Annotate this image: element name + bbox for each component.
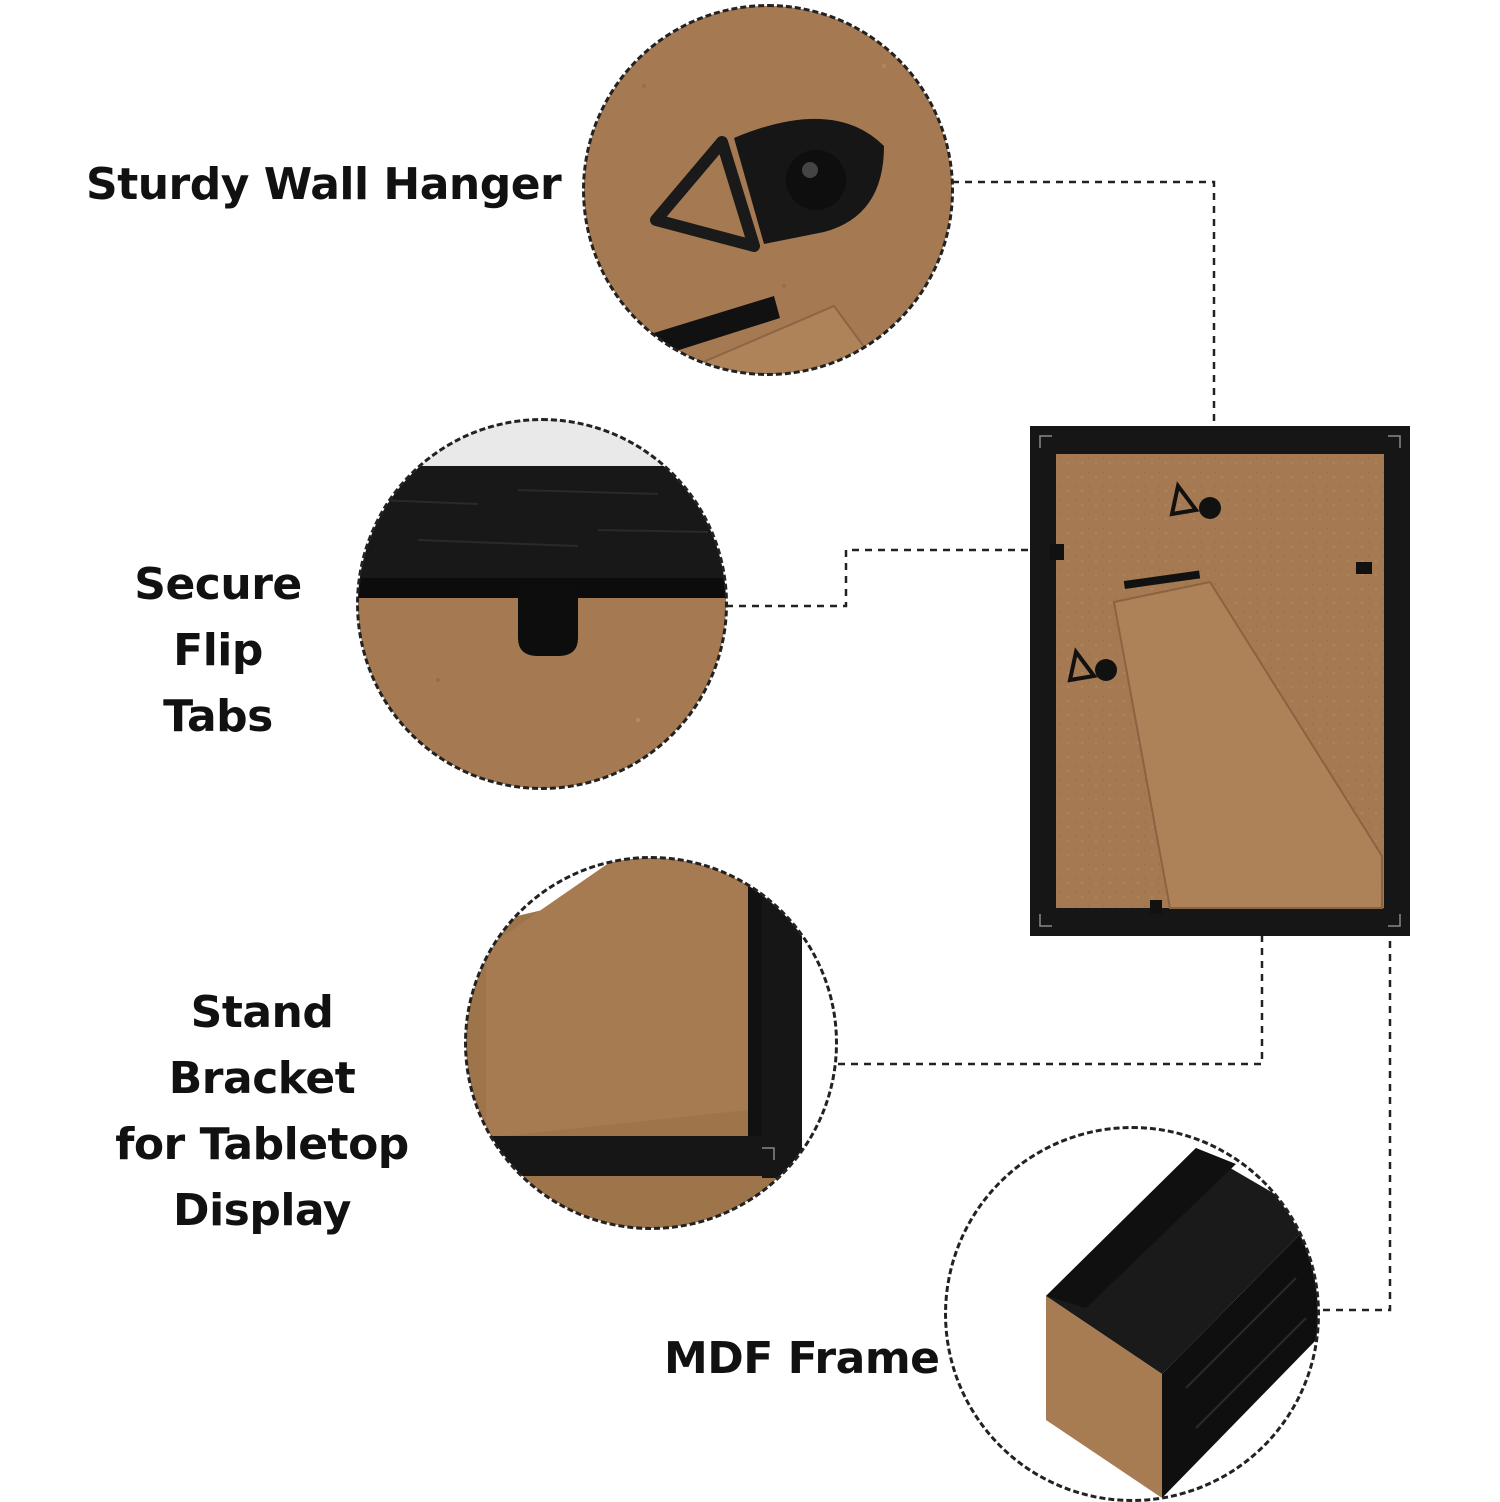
frame-back-view (1030, 426, 1410, 936)
mdf-ring-outline (944, 1126, 1320, 1502)
flip-tab (1356, 562, 1372, 574)
label-sturdy-wall-hanger: Sturdy Wall Hanger (86, 159, 562, 210)
flip-tab (1050, 544, 1064, 560)
flip-tab (1150, 900, 1162, 914)
label-secure-flip-tabs: Secure Flip Tabs (134, 559, 302, 742)
label-mdf-frame: MDF Frame (664, 1333, 940, 1384)
stand-ring-outline (464, 856, 838, 1230)
stand-hinge (1123, 570, 1201, 589)
connector-tabs (726, 548, 1060, 608)
label-stand-bracket: Stand Bracket for Tabletop Display (115, 987, 409, 1236)
hanger-icon (1169, 481, 1221, 519)
stand-bracket (1112, 580, 1383, 909)
tabs-ring-outline (356, 418, 728, 790)
hanger-ring-outline (582, 4, 954, 376)
connector-hanger (952, 180, 1216, 512)
corner-marks (1039, 435, 1401, 927)
hanger-icon (1067, 647, 1117, 683)
